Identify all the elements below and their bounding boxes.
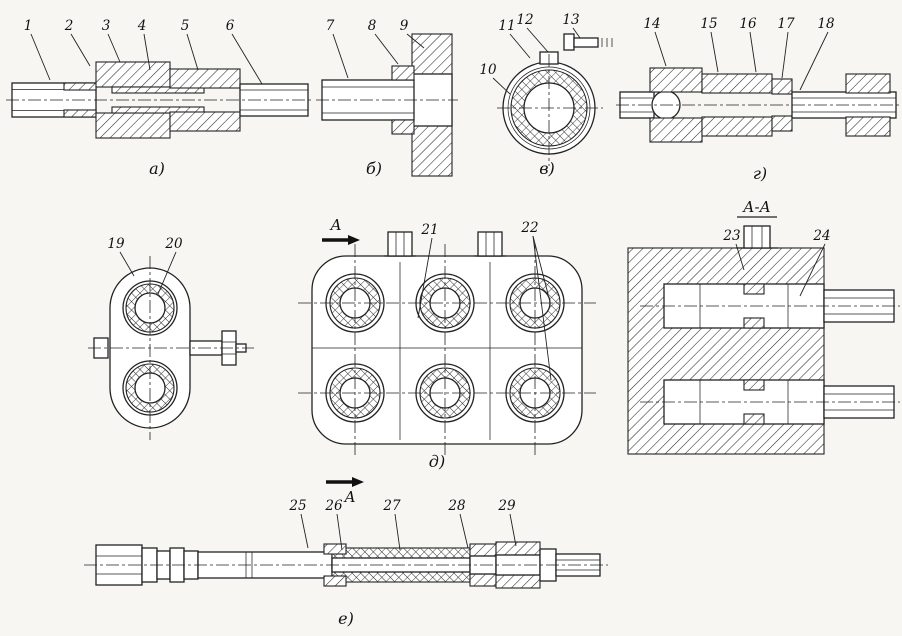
nipple <box>111 86 205 114</box>
callout-3-label: 3 <box>102 18 111 34</box>
clamp-screw <box>563 33 613 51</box>
callout-27-label: 27 <box>382 498 401 514</box>
panel-label-b: б) <box>366 159 382 178</box>
callout-4: 4 <box>137 18 151 71</box>
callout-2-label: 2 <box>64 18 74 34</box>
callout-10: 10 <box>479 62 511 95</box>
section-cut-mark-bottom: А <box>326 477 364 506</box>
panel-d: А А 21 22 д) <box>298 216 596 506</box>
panel-label-a: а) <box>149 159 165 178</box>
callout-14-label: 14 <box>643 16 660 32</box>
collar <box>391 65 415 135</box>
callout-18: 18 <box>799 16 835 91</box>
panel-e: 25 26 27 28 29 е) <box>84 498 608 628</box>
callout-27: 27 <box>382 498 401 551</box>
callout-19-label: 19 <box>107 236 125 252</box>
panel-label-d: д) <box>429 452 445 471</box>
callout-12: 12 <box>516 12 549 53</box>
panel-a: 1 2 3 4 5 6 а) <box>6 18 314 178</box>
callout-26: 26 <box>324 498 343 551</box>
callout-11: 11 <box>498 18 531 59</box>
hose-ferrule <box>323 543 347 587</box>
callout-6-label: 6 <box>226 18 235 34</box>
callout-12-label: 12 <box>516 12 533 28</box>
section-cut-mark-top: А <box>322 216 360 245</box>
callout-15: 15 <box>700 16 719 73</box>
callout-29-label: 29 <box>497 498 516 514</box>
callout-8-label: 8 <box>368 18 377 34</box>
callout-28-label: 28 <box>447 498 466 514</box>
callout-22: 22 <box>520 220 552 381</box>
callout-19: 19 <box>107 236 135 277</box>
panel-g: 14 15 16 17 18 г) <box>616 16 900 183</box>
union-body <box>169 68 241 132</box>
callout-10-label: 10 <box>479 62 497 78</box>
step-rings <box>141 547 199 583</box>
callout-8: 8 <box>368 18 399 65</box>
callout-25-label: 25 <box>288 498 306 514</box>
callout-21: 21 <box>417 222 439 319</box>
section-letter-bottom: А <box>343 488 355 506</box>
callout-18-label: 18 <box>817 16 835 32</box>
section-title: А-А <box>742 198 771 216</box>
callout-9-label: 9 <box>400 18 409 34</box>
callout-21-label: 21 <box>420 222 438 238</box>
panel-section-aa: А-А <box>627 198 900 455</box>
callout-1-label: 1 <box>24 18 33 34</box>
callout-9: 9 <box>400 18 425 49</box>
callout-5-label: 5 <box>181 18 190 34</box>
callout-25: 25 <box>288 498 309 549</box>
callout-1: 1 <box>24 18 51 81</box>
end-fitting <box>845 73 891 137</box>
callout-20: 20 <box>157 236 183 295</box>
callout-17: 17 <box>777 16 795 79</box>
wall-flange <box>411 33 453 177</box>
callout-16-label: 16 <box>739 16 757 32</box>
callout-7-label: 7 <box>326 18 335 34</box>
callout-14: 14 <box>643 16 667 67</box>
callout-13-label: 13 <box>562 12 579 28</box>
callout-4-label: 4 <box>137 18 147 34</box>
callout-24-label: 24 <box>812 228 830 244</box>
callout-23: 23 <box>722 228 745 271</box>
callout-5: 5 <box>181 18 199 71</box>
callout-16: 16 <box>739 16 757 73</box>
callout-17-label: 17 <box>777 16 795 32</box>
callout-11-label: 11 <box>498 18 515 34</box>
panel-label-e: е) <box>338 609 354 628</box>
collar <box>771 78 793 132</box>
callout-20-label: 20 <box>164 236 183 252</box>
panel-clamp-two: 19 20 <box>88 236 254 440</box>
callout-28: 28 <box>447 498 469 549</box>
callout-29: 29 <box>497 498 517 547</box>
panel-v: 10 11 12 13 в) <box>479 12 613 178</box>
panel-b: 7 8 9 б) <box>316 18 458 178</box>
callout-2: 2 <box>64 18 91 67</box>
callout-7: 7 <box>326 18 349 79</box>
callout-22-label: 22 <box>520 220 538 236</box>
section-bolt <box>736 225 778 249</box>
panel-label-v: в) <box>539 159 555 178</box>
callout-24: 24 <box>799 228 831 297</box>
section-letter-top: А <box>329 216 341 234</box>
block-bolt-right <box>474 231 506 257</box>
callout-6: 6 <box>226 18 263 85</box>
callout-23-label: 23 <box>722 228 740 244</box>
callout-13: 13 <box>562 12 581 39</box>
callout-3: 3 <box>102 18 121 63</box>
panel-label-g: г) <box>753 164 767 183</box>
block-bolt-left <box>384 231 416 257</box>
swivel-nut <box>649 67 703 143</box>
callout-15-label: 15 <box>700 16 717 32</box>
callout-26-label: 26 <box>324 498 343 514</box>
